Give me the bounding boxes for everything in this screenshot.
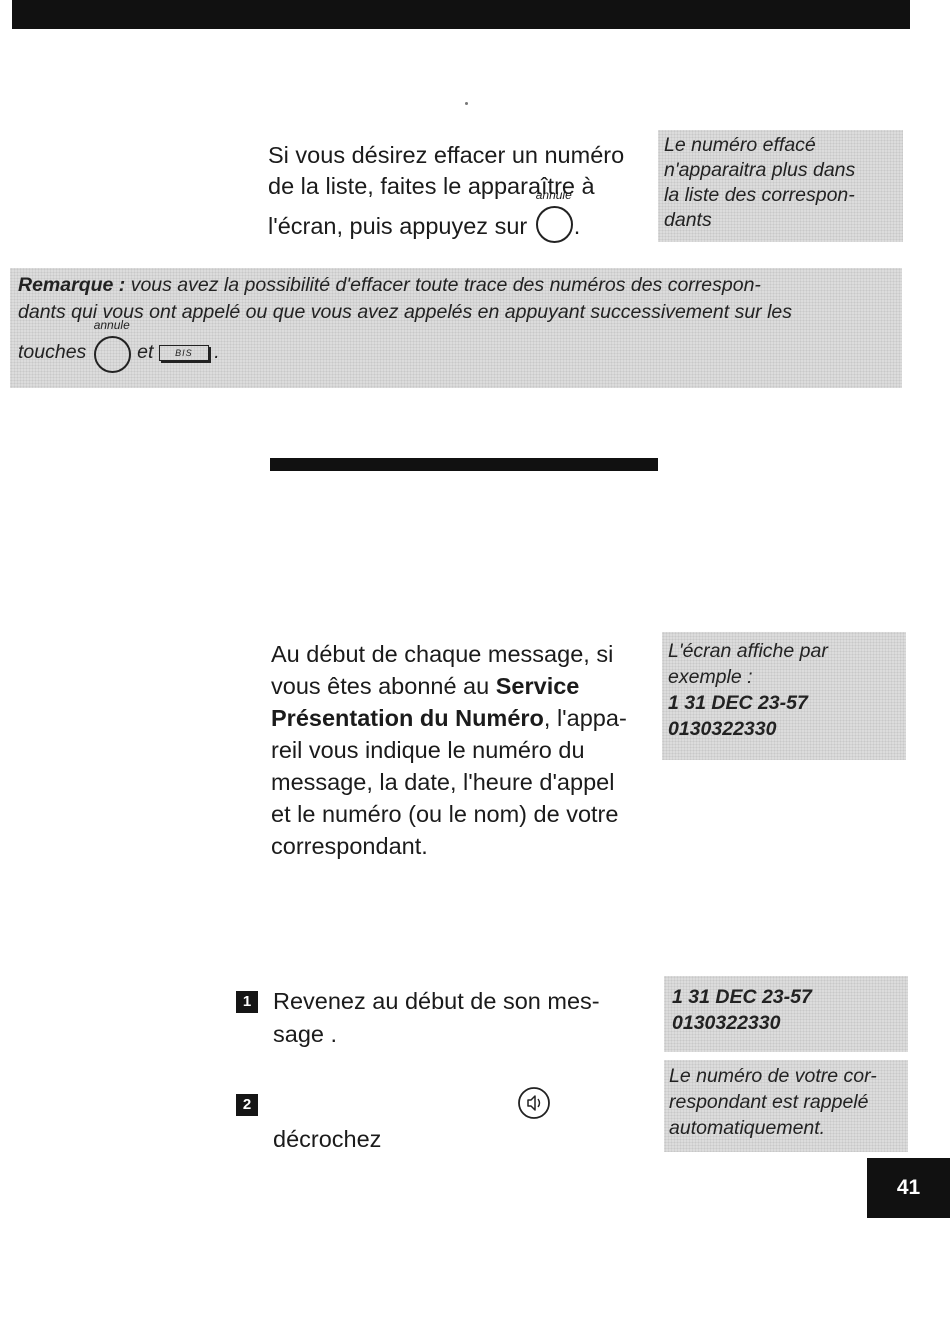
caller-line-5: message, la date, l'heure d'appel: [271, 769, 615, 795]
display-note-line-2: exemple :: [668, 666, 753, 688]
remark-line-3: touches annule et BIS .: [18, 318, 902, 373]
step-display-line-1: 1 31 DEC 23-57: [672, 986, 812, 1008]
erase-line-3-text: l'écran, puis appuyez sur: [268, 213, 528, 239]
page-number: 41: [867, 1158, 950, 1218]
service-bold-1: Service: [495, 673, 580, 699]
bis-key-icon: BIS: [158, 344, 209, 361]
display-example-note: L'écran affiche par exemple : 1 31 DEC 2…: [662, 632, 906, 760]
remark-line-2: dants qui vous ont appelé ou que vous av…: [18, 301, 793, 323]
display-note-line-3: 1 31 DEC 23-57: [668, 692, 808, 714]
annule-key-icon: annule: [534, 188, 574, 243]
caller-line-7: correspondant.: [271, 833, 428, 859]
caller-line-6: et le numéro (ou le nom) de votre: [271, 801, 619, 827]
redial-note-line-2: respondant est rappelé: [669, 1091, 869, 1113]
speck: [465, 102, 468, 105]
step-2-text: décrochez: [273, 1126, 382, 1152]
erase-note-line-3: la liste des correspon-: [664, 184, 855, 206]
step-2-badge: 2: [236, 1094, 258, 1116]
step-1-line-2: sage .: [273, 1021, 338, 1047]
section-rule: [270, 458, 658, 471]
caller-line-4: reil vous indique le numéro du: [271, 737, 585, 763]
remark-box: Remarque : vous avez la possibilité d'ef…: [10, 268, 902, 388]
remark-label: Remarque :: [18, 274, 126, 296]
remark-line-1: Remarque : vous avez la possibilité d'ef…: [18, 272, 902, 299]
step-display-note: 1 31 DEC 23-57 0130322330: [664, 976, 908, 1052]
erase-line-3: l'écran, puis appuyez sur annule .: [268, 188, 658, 243]
speaker-icon: [518, 1087, 550, 1119]
erase-note-line-2: n'apparaitra plus dans: [664, 159, 856, 181]
display-note-line-4: 0130322330: [668, 718, 777, 740]
redial-note-line-3: automatiquement.: [669, 1117, 826, 1139]
remark-annule-label: annule: [93, 318, 130, 332]
annule-key-icon: annule: [92, 318, 132, 373]
step-1-line-1: Revenez au début de son mes-: [273, 988, 600, 1014]
step-1-badge: 1: [236, 991, 258, 1013]
step-1-text: Revenez au début de son mes- sage .: [273, 985, 633, 1051]
erase-note-line-4: dants: [664, 209, 712, 231]
remark-touches: touches: [18, 341, 87, 363]
caller-line-2: vous êtes abonné au Service: [271, 670, 651, 702]
erase-line-2: de la liste, faites le apparaître à: [268, 173, 595, 199]
caller-line-3: Présentation du Numéro, l'appa-: [271, 702, 651, 734]
erase-instructions: Si vous désirez effacer un numéro de la …: [268, 140, 658, 243]
redial-note: Le numéro de votre cor- respondant est r…: [664, 1060, 908, 1152]
erase-line-1: Si vous désirez effacer un numéro: [268, 142, 625, 168]
remark-text-1: vous avez la possibilité d'effacer toute…: [130, 274, 761, 296]
redial-note-line-1: Le numéro de votre cor-: [669, 1065, 877, 1087]
caller-id-text: Au début de chaque message, si vous êtes…: [271, 638, 651, 862]
step-display-line-2: 0130322330: [672, 1012, 781, 1034]
display-note-line-1: L'écran affiche par: [668, 640, 828, 662]
caller-line-1: Au début de chaque message, si: [271, 641, 614, 667]
service-bold-2: Présentation du Numéro: [271, 705, 544, 731]
header-rule: [12, 0, 910, 29]
caller-line-2-text: vous êtes abonné au: [271, 673, 490, 699]
caller-line-3-end: , l'appa-: [543, 705, 627, 731]
remark-and: et: [137, 341, 154, 363]
remark-end: .: [214, 341, 220, 363]
annule-key-label: annule: [535, 188, 572, 202]
erase-note: Le numéro effacé n'apparaitra plus dans …: [658, 130, 903, 242]
erase-note-line-1: Le numéro effacé: [664, 134, 816, 156]
